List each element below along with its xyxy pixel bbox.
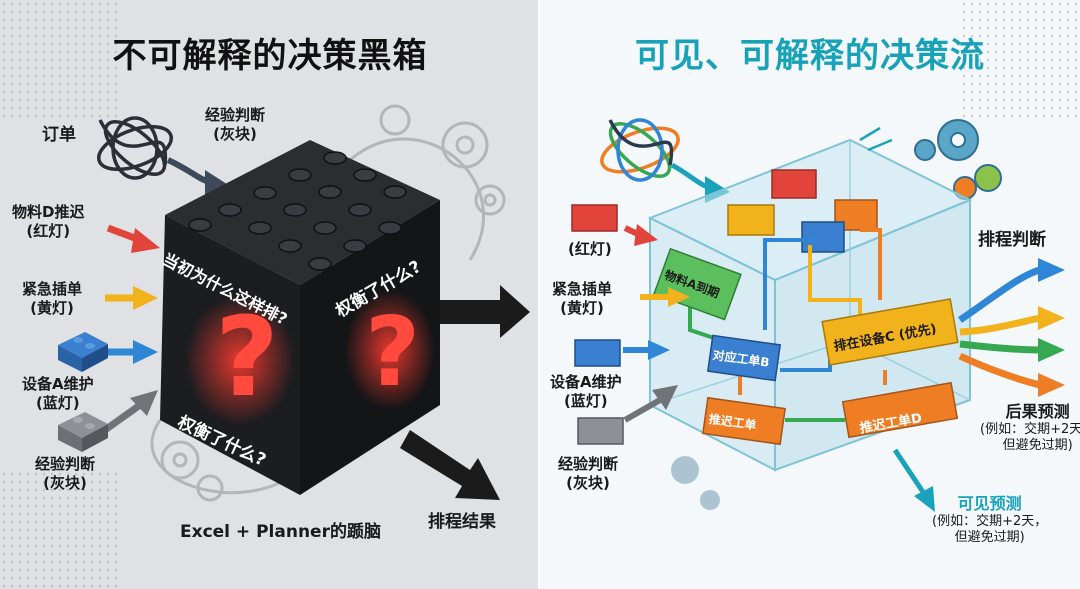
order-label: 订单 (42, 125, 76, 145)
gray-brick-icon (58, 412, 108, 452)
red-light-label: (红灯) (568, 240, 612, 258)
arrow-icon (670, 162, 711, 191)
input-arrow-icon (623, 224, 690, 423)
visible-forecast-label: 可见预测 (例如：交期+2天， 但避免过期) (932, 494, 1048, 546)
right-panel: 可见、可解释的决策流 (540, 0, 1080, 589)
equipment-brick (821, 298, 959, 366)
left-panel: 不可解释的决策黑箱 (0, 0, 540, 589)
forecast-arrow-icon (892, 448, 928, 497)
schedule-result-label: 排程结果 (428, 512, 496, 532)
blue-brick-icon (574, 339, 621, 367)
red-brick-icon (771, 169, 817, 199)
gray-brick-icon (577, 417, 624, 445)
material-brick (653, 247, 742, 321)
black-box-caption: Excel + Planner的踬脑 (180, 522, 381, 542)
gear-icon (671, 456, 720, 510)
schedule-judgement-label: 排程判断 (978, 230, 1046, 250)
experience-bottom-label: 经验判断(灰块) (35, 455, 96, 492)
experience-top-label: 经验判断(灰块) (205, 106, 266, 143)
experience-label: 经验判断(灰块) (558, 455, 619, 492)
blue-brick-icon (58, 332, 108, 372)
material-delay-label: 物料D推迟(红灯) (12, 203, 85, 240)
delay-d-brick (841, 381, 959, 439)
dot-pattern (0, 0, 120, 120)
gear-icon (150, 104, 506, 502)
decision-flow-illustration (571, 118, 1065, 512)
output-arrow-icon (958, 266, 1042, 389)
right-title: 可见、可解释的决策流 (635, 36, 985, 76)
question-mark: ? (365, 298, 420, 408)
dot-pattern (960, 0, 1080, 120)
input-arrow-icon (102, 224, 160, 433)
output-arrow-icon (400, 430, 500, 500)
assign-brick (706, 334, 782, 382)
tangled-order-icon (97, 116, 173, 180)
delay-brick (702, 396, 786, 446)
equipment-maintenance-label: 设备A维护(蓝灯) (22, 375, 94, 412)
question-mark: ? (215, 293, 279, 421)
yellow-brick-icon (727, 204, 775, 236)
black-box-illustration: ? ? (58, 104, 530, 502)
black-box-cube (160, 140, 440, 495)
consequence-forecast-label: 后果预测 (例如：交期+2天， 但避免过期) (980, 402, 1080, 454)
left-title: 不可解释的决策黑箱 (112, 36, 428, 76)
arrow-icon (166, 157, 211, 185)
urgent-order-label: 紧急插单(黄灯) (22, 280, 83, 317)
urgent-order-label: 紧急插单(黄灯) (552, 280, 613, 317)
output-arrow-icon (440, 285, 530, 338)
tangled-order-icon (600, 118, 680, 182)
equipment-maintenance-label: 设备A维护(蓝灯) (550, 373, 622, 410)
dot-pattern (0, 470, 120, 589)
red-brick-icon (571, 204, 618, 232)
